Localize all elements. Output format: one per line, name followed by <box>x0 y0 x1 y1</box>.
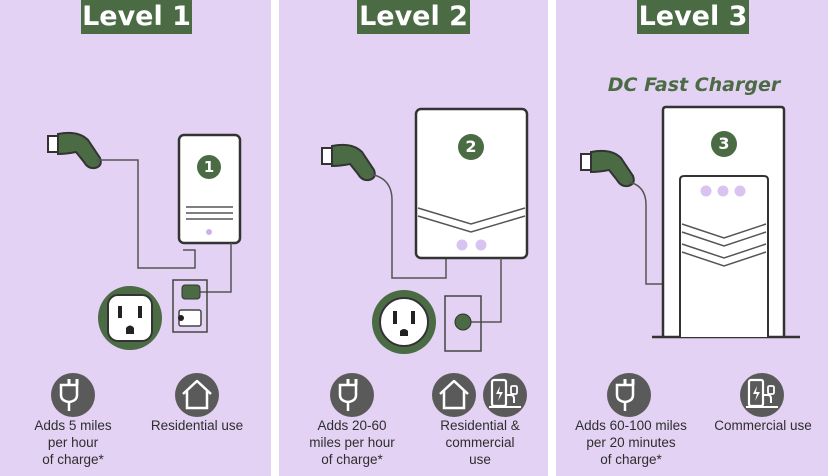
dc-fast-charger-label: DC Fast Charger <box>607 74 781 96</box>
level-2-charging-station-icon <box>483 373 527 417</box>
level-2-speed-caption: Adds 20-60 miles per hour of charge* <box>309 418 395 467</box>
level-2-ev-connector-icon <box>321 143 376 182</box>
level-2-use-caption: Residential & commercial use <box>440 418 520 467</box>
level-2-plug-icon <box>330 373 374 417</box>
level-1-charger-unit <box>177 133 242 245</box>
level-1-speed-caption: Adds 5 miles per hour of charge* <box>34 418 112 467</box>
level-3-speed-caption: Adds 60-100 miles per 20 minutes of char… <box>575 418 687 467</box>
level-1-ev-connector-icon <box>47 131 102 170</box>
level-1-use-caption: Residential use <box>150 418 244 433</box>
level-2-title: Level 2 <box>357 0 470 34</box>
level-3-title: Level 3 <box>637 0 749 34</box>
level-1-title: Level 1 <box>81 0 192 34</box>
level-2-number: 2 <box>465 137 477 156</box>
level-1-house-icon <box>175 373 219 417</box>
level-1-wall-outlet-icon <box>98 286 162 350</box>
level-2-charger-unit <box>414 107 529 260</box>
level-2-wall-outlet-icon <box>372 290 436 354</box>
level-3-ev-connector-icon <box>580 149 635 188</box>
level-3-plug-icon <box>607 373 651 417</box>
level-3-number: 3 <box>718 134 730 153</box>
level-1-plug-icon <box>51 373 95 417</box>
level-3-use-caption: Commercial use <box>714 418 812 433</box>
level-1-number: 1 <box>203 158 215 176</box>
level-2-house-icon <box>432 373 476 417</box>
level-3-charging-station-icon <box>740 373 784 417</box>
